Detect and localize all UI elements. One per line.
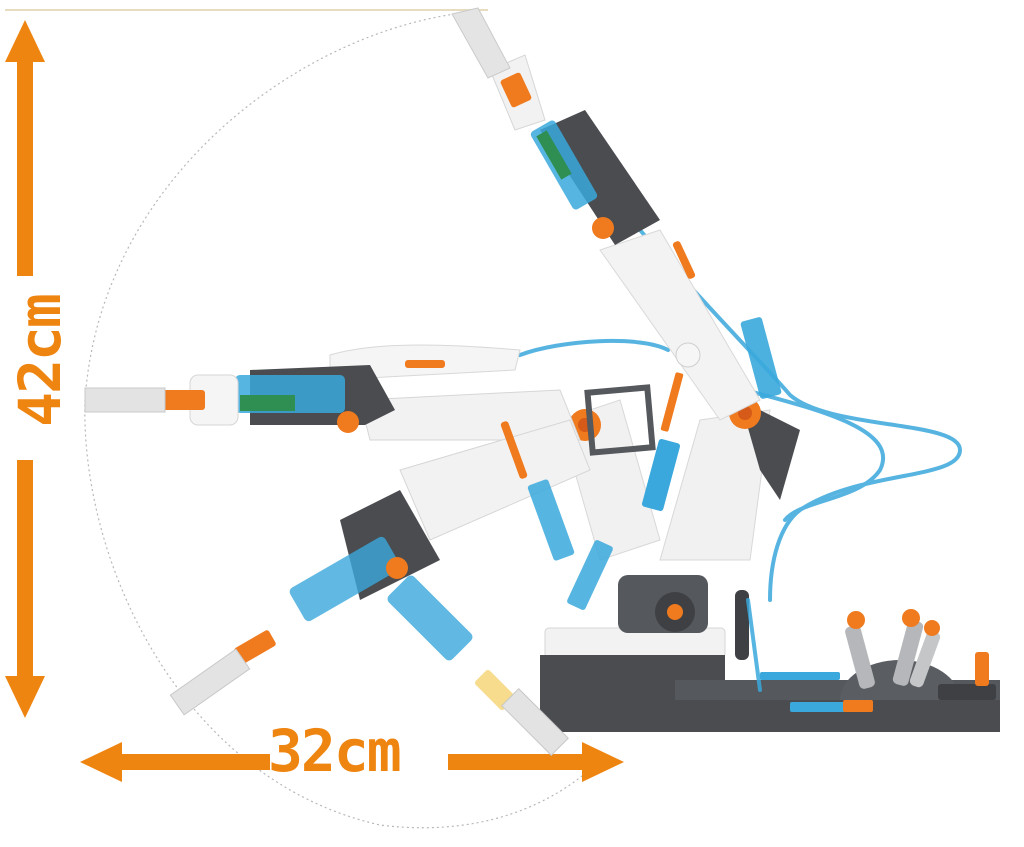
height-dimension-label: 42cm bbox=[6, 295, 74, 427]
arm-position-lowered bbox=[169, 419, 613, 756]
arm-base bbox=[540, 575, 1000, 732]
arm-shoulder bbox=[559, 372, 800, 561]
width-dimension-label: 32cm bbox=[268, 717, 402, 785]
arm-position-raised bbox=[451, 7, 782, 421]
arm-position-horizontal bbox=[84, 344, 581, 441]
control-levers bbox=[845, 609, 941, 689]
reach-arc bbox=[84, 11, 601, 829]
height-arrow-icon bbox=[5, 20, 45, 718]
width-arrow-icon bbox=[80, 742, 624, 782]
